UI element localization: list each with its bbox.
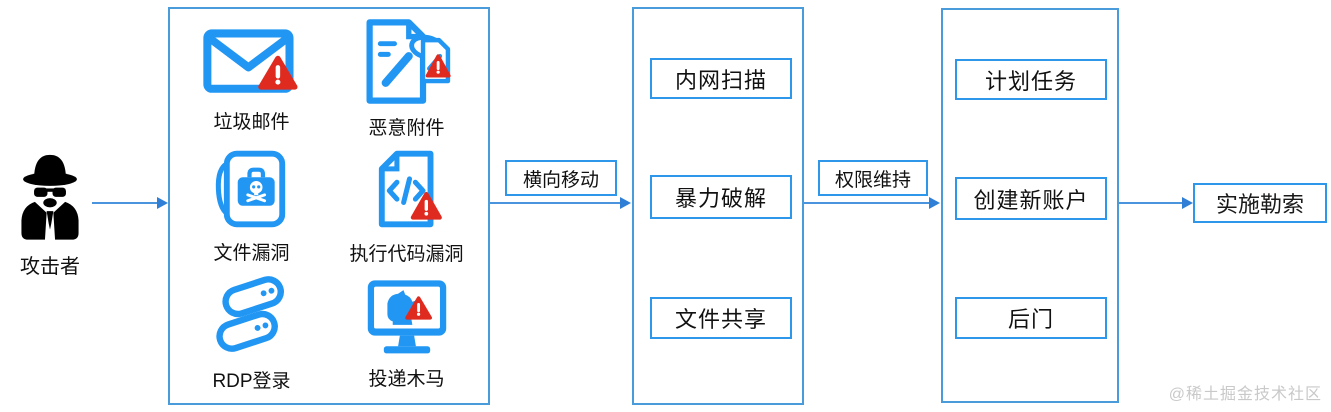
arrowhead-icon: [157, 197, 168, 209]
arrowhead-icon: [929, 197, 940, 209]
malicious-attachment-icon: [366, 19, 451, 104]
code-execution-exploit-icon: [378, 150, 442, 228]
technique-trojan-delivery: 投递木马: [329, 270, 484, 397]
warning-triangle-icon: [410, 191, 442, 220]
flow-arrow-to-ransom: [1119, 197, 1193, 209]
technique-file-exploit: 文件漏洞: [174, 142, 329, 269]
technique-spam-email: 垃圾邮件: [174, 15, 329, 142]
warning-triangle-icon: [257, 55, 298, 90]
technique-rdp-login: RDP登录: [174, 270, 329, 397]
node-brute-force: 暴力破解: [650, 175, 792, 219]
node-backdoor: 后门: [955, 297, 1107, 339]
node-create-new-account: 创建新账户: [955, 177, 1107, 220]
technique-label: 文件漏洞: [213, 242, 290, 264]
lateral-movement-label: 横向移动: [505, 160, 617, 196]
technique-code-execution-exploit: 执行代码漏洞: [329, 142, 484, 269]
technique-label: 执行代码漏洞: [349, 243, 464, 265]
arrowhead-icon: [620, 197, 631, 209]
arrowhead-icon: [1182, 197, 1193, 209]
persistence-label: 权限维持: [818, 160, 928, 196]
trojan-delivery-icon: [367, 280, 446, 354]
file-exploit-icon: [215, 150, 285, 228]
technique-label: 恶意附件: [368, 118, 445, 140]
watermark: @稀土掘金技术社区: [1168, 386, 1322, 403]
attacker-node: 攻击者: [6, 148, 94, 279]
technique-label: RDP登录: [212, 371, 291, 393]
warning-triangle-icon: [404, 296, 432, 320]
node-execute-ransom: 实施勒索: [1193, 183, 1327, 223]
attacker-label: 攻击者: [20, 256, 80, 278]
flow-arrow-persistence: [804, 197, 940, 209]
node-file-sharing: 文件共享: [650, 297, 792, 339]
initial-access-stage-box: 垃圾邮件 恶意附件: [168, 7, 490, 405]
lateral-movement-stage-box: 内网扫描 暴力破解 文件共享: [632, 7, 804, 405]
technique-label: 垃圾邮件: [213, 111, 290, 133]
spam-email-icon: [202, 29, 298, 93]
flow-arrow-lateral-movement: [490, 197, 631, 209]
warning-triangle-icon: [425, 54, 451, 78]
spy-icon: [21, 154, 79, 240]
trojan-horse-glyph: [386, 290, 420, 326]
node-scheduled-task: 计划任务: [955, 59, 1107, 100]
technique-label: 投递木马: [368, 369, 445, 391]
persistence-stage-box: 计划任务 创建新账户 后门: [941, 8, 1119, 403]
flow-arrow-attacker-to-initial-access: [92, 197, 168, 209]
node-intranet-scan: 内网扫描: [650, 58, 792, 99]
technique-malicious-attachment: 恶意附件: [329, 15, 484, 142]
rdp-login-icon: [215, 276, 284, 353]
